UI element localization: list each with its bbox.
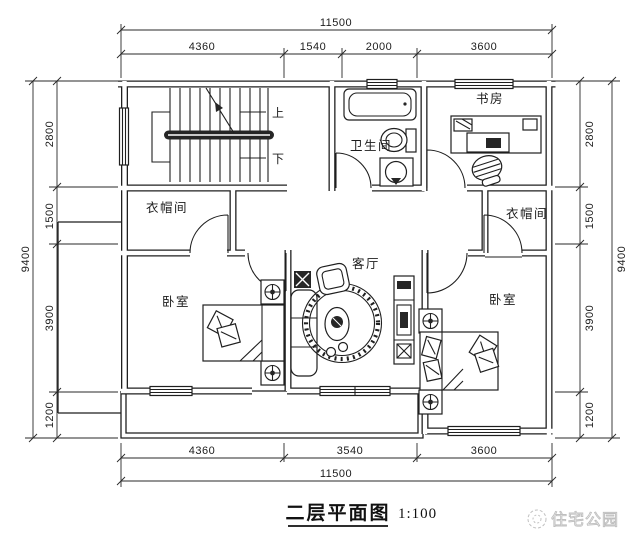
dim-left-seg-3: 3900 xyxy=(44,305,56,331)
dim-bottom-seg-3: 3600 xyxy=(471,445,497,457)
dim-left-seg-1: 2800 xyxy=(44,121,56,147)
balcony-railing xyxy=(120,390,424,439)
stair-label-ticks xyxy=(240,111,266,159)
door-bathroom xyxy=(335,152,372,189)
dim-bottom-seg-1: 4360 xyxy=(189,445,215,457)
dim-top-seg-4: 3600 xyxy=(471,41,497,53)
room-label-cloakroom-left: 衣帽间 xyxy=(146,200,188,215)
bathtub xyxy=(343,88,417,121)
door-cloakroom-left xyxy=(189,214,229,254)
door-cloakroom-right xyxy=(483,214,523,254)
coffee-table xyxy=(324,306,350,358)
watermark-logo-icon xyxy=(527,509,547,529)
stair-up-label: 上 xyxy=(272,106,284,120)
blanket-fold xyxy=(239,339,263,362)
toilet xyxy=(379,157,414,187)
dim-top-seg-1: 4360 xyxy=(189,41,215,53)
study-furniture xyxy=(450,115,542,187)
room-label-cloakroom-right: 衣帽间 xyxy=(506,206,548,221)
window-bathroom-top-wall xyxy=(366,78,398,90)
washbasin xyxy=(380,127,417,153)
stair-direction-line xyxy=(205,87,235,134)
armchair xyxy=(316,262,350,296)
bedroom-right-furniture xyxy=(418,308,500,415)
door-bedroom-right xyxy=(426,252,468,294)
stair-down-label: 下 xyxy=(272,152,284,166)
window-bedroom-right-bottom xyxy=(447,425,521,437)
window-study-top-wall xyxy=(454,78,514,90)
dimension-chain-top: 11500 4360 1540 2000 3600 xyxy=(116,17,557,78)
desk-monitor xyxy=(453,118,473,132)
room-label-bedroom-left: 卧室 xyxy=(162,294,190,309)
bathroom-fixtures xyxy=(343,88,417,187)
dimension-chain-left: 9400 2800 1500 3900 1200 xyxy=(20,76,118,443)
dimension-chain-bottom: 4360 3540 3600 11500 xyxy=(116,443,557,487)
living-room-furniture xyxy=(290,262,415,377)
dim-bottom-total: 11500 xyxy=(320,468,352,480)
dim-left-total: 9400 xyxy=(20,246,32,272)
drawing-title: 二层平面图 1:100 xyxy=(285,502,437,527)
dim-top-total: 11500 xyxy=(320,17,352,29)
sliding-door-living-balcony xyxy=(319,385,391,397)
windows xyxy=(118,78,521,437)
title-text: 二层平面图 xyxy=(285,502,390,524)
watermark: 住宅公园 xyxy=(527,509,619,529)
room-label-study: 书房 xyxy=(476,91,504,106)
dim-left-seg-2: 1500 xyxy=(44,203,56,229)
room-label-living: 客厅 xyxy=(352,256,380,271)
room-label-bathroom: 卫生间 xyxy=(350,139,392,153)
room-label-bedroom-right: 卧室 xyxy=(489,292,517,307)
nightstand-lamp xyxy=(418,308,443,334)
room-labels: 书房 卫生间 衣帽间 衣帽间 客厅 卧室 卧室 xyxy=(146,91,548,309)
blanket-fold xyxy=(442,368,464,391)
window-bedroom-left-balcony xyxy=(149,385,193,397)
staircase: 上 下 xyxy=(151,87,284,182)
window-staircase-left-wall xyxy=(118,107,130,166)
bedroom-left-furniture xyxy=(202,279,285,386)
door-study xyxy=(426,149,466,189)
dim-top-seg-2: 1540 xyxy=(300,41,326,53)
desk-keyboard xyxy=(486,138,501,148)
dim-right-total: 9400 xyxy=(616,246,628,272)
pillows xyxy=(420,335,443,382)
stair-direction-arrow xyxy=(215,102,223,112)
doors xyxy=(189,149,523,294)
nightstand-lamp xyxy=(260,279,285,305)
quilt xyxy=(206,310,241,348)
dim-bottom-seg-2: 3540 xyxy=(337,445,363,457)
side-canopy-outline xyxy=(57,221,121,414)
quilt xyxy=(468,334,500,374)
office-chair xyxy=(471,155,503,187)
nightstand-lamp xyxy=(418,389,443,415)
watermark-text: 住宅公园 xyxy=(551,511,619,529)
dim-right-seg-3: 3900 xyxy=(584,305,596,331)
watermark-logo-inner xyxy=(532,514,542,524)
dim-top-seg-3: 2000 xyxy=(366,41,392,53)
title-scale: 1:100 xyxy=(398,506,437,522)
tv-cabinet xyxy=(393,275,415,365)
desk-item xyxy=(522,118,538,131)
dim-right-seg-4: 1200 xyxy=(584,402,596,428)
dim-left-seg-4: 1200 xyxy=(44,402,56,428)
nightstand-lamp xyxy=(260,360,285,386)
dim-right-seg-1: 2800 xyxy=(584,121,596,147)
bed xyxy=(419,331,500,391)
dim-right-seg-2: 1500 xyxy=(584,203,596,229)
dimension-chain-right: 2800 1500 3900 1200 9400 xyxy=(555,76,628,443)
bed xyxy=(202,304,285,362)
plant-table xyxy=(294,271,311,288)
stair-well-edge xyxy=(151,111,170,163)
